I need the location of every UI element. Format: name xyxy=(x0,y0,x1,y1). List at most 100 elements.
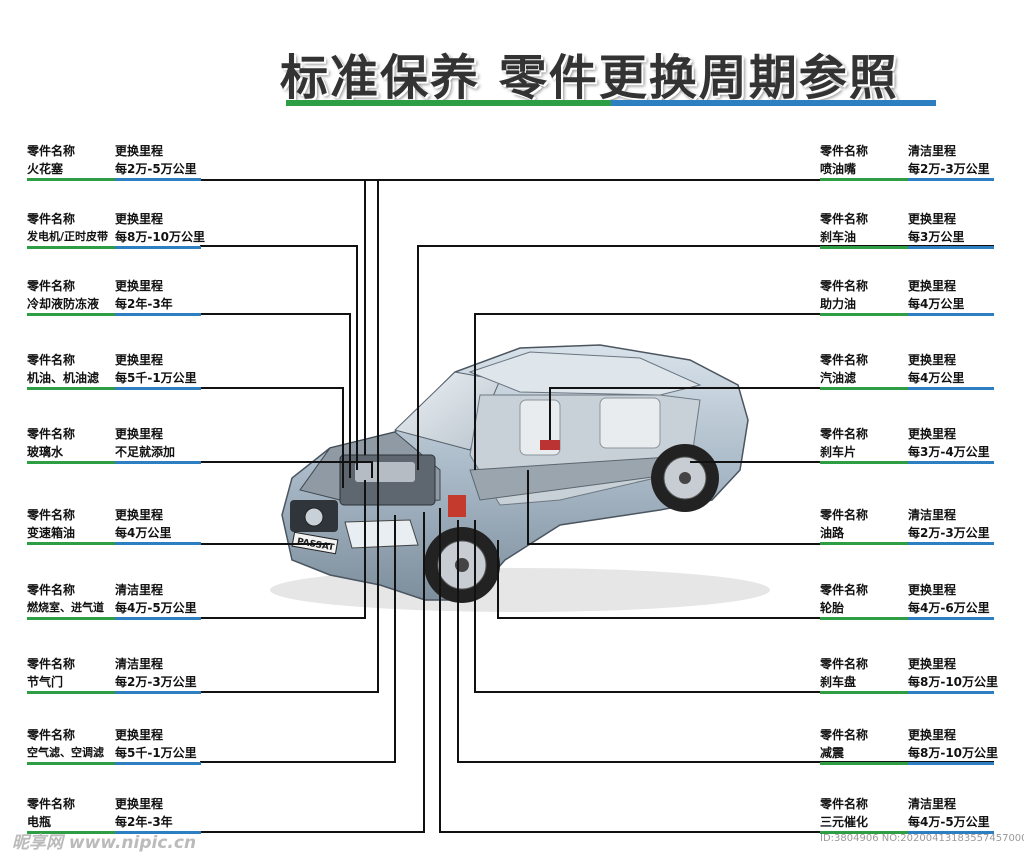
underline-green xyxy=(820,313,908,316)
underline-blue xyxy=(115,831,201,834)
left-part-5: 零件名称更换里程变速箱油每4万公里 xyxy=(27,506,205,546)
underline-blue xyxy=(908,542,994,545)
period-label: 更换里程 xyxy=(908,212,957,226)
part-name-label: 零件名称 xyxy=(820,427,869,441)
underline-green xyxy=(27,542,115,545)
part-name-label: 零件名称 xyxy=(27,279,76,293)
right-leader-line xyxy=(457,520,994,763)
period-label: 更换里程 xyxy=(908,353,957,367)
part-name: 冷却液防冻液 xyxy=(27,297,100,311)
underline-green xyxy=(27,461,115,464)
left-part-2: 零件名称更换里程冷却液防冻液每2年-3年 xyxy=(27,277,205,317)
part-period: 每4万公里 xyxy=(908,297,965,311)
part-name: 减震 xyxy=(820,746,845,760)
part-name-label: 零件名称 xyxy=(820,212,869,226)
part-name-label: 零件名称 xyxy=(27,212,76,226)
underline-blue xyxy=(115,617,201,620)
part-name: 刹车盘 xyxy=(820,675,857,689)
car-logo-icon xyxy=(304,507,324,527)
part-name-label: 零件名称 xyxy=(820,353,869,367)
left-leader-line xyxy=(200,387,344,488)
part-name-label: 零件名称 xyxy=(820,657,869,671)
part-name-label: 零件名称 xyxy=(27,657,76,671)
underline-blue xyxy=(908,246,994,249)
title-underline-green xyxy=(286,100,611,106)
underline-blue xyxy=(115,387,201,390)
car-wheel-rear xyxy=(651,444,719,512)
part-name-label: 零件名称 xyxy=(820,728,869,742)
underline-green xyxy=(27,691,115,694)
right-part-9: 零件名称清洁里程三元催化每4万-5万公里 xyxy=(820,795,998,835)
underline-green xyxy=(27,387,115,390)
underline-green xyxy=(820,387,908,390)
underline-blue xyxy=(115,246,201,249)
left-leader-line xyxy=(200,179,366,455)
part-period: 每2年-3年 xyxy=(115,815,173,829)
part-name: 燃烧室、进气道 xyxy=(27,601,104,614)
underline-blue xyxy=(908,178,994,181)
underline-green xyxy=(27,831,115,834)
part-name-label: 零件名称 xyxy=(27,144,76,158)
period-label: 更换里程 xyxy=(115,427,164,441)
part-period: 不足就添加 xyxy=(115,445,176,459)
right-part-6: 零件名称更换里程轮胎每4万-6万公里 xyxy=(820,581,998,621)
underline-blue xyxy=(908,762,994,765)
part-name-label: 零件名称 xyxy=(27,508,76,522)
period-label: 更换里程 xyxy=(908,657,957,671)
part-name: 电瓶 xyxy=(27,815,52,829)
part-name: 机油、机油滤 xyxy=(27,371,100,385)
underline-green xyxy=(820,542,908,545)
part-name: 刹车油 xyxy=(820,230,857,244)
part-name: 空气滤、空调滤 xyxy=(27,746,104,759)
left-leader-line xyxy=(200,245,358,470)
part-name-label: 零件名称 xyxy=(27,797,76,811)
right-part-4: 零件名称更换里程刹车片每3万-4万公里 xyxy=(820,425,998,465)
underline-blue xyxy=(115,313,201,316)
right-part-1: 零件名称更换里程刹车油每3万公里 xyxy=(820,210,998,250)
car-brake-fluid-reservoir xyxy=(448,495,466,517)
underline-green xyxy=(820,246,908,249)
part-period: 每2万-3万公里 xyxy=(908,526,990,540)
left-part-3: 零件名称 更换里程机油、机油滤 每5千-1万公里 xyxy=(27,351,205,391)
left-part-1: 零件名称更换里程发电机/正时皮带每8万-10万公里 xyxy=(27,210,205,250)
part-period: 每4万公里 xyxy=(908,371,965,385)
part-name-label: 零件名称 xyxy=(27,353,76,367)
right-part-2: 零件名称更换里程助力油每4万公里 xyxy=(820,277,998,317)
part-name: 轮胎 xyxy=(820,601,845,615)
car-wheel-front xyxy=(424,527,500,603)
part-name-label: 零件名称 xyxy=(820,144,869,158)
underline-green xyxy=(27,313,115,316)
period-label: 更换里程 xyxy=(115,353,164,367)
underline-blue xyxy=(908,617,994,620)
part-period: 每8万-10万公里 xyxy=(908,746,999,760)
part-name: 节气门 xyxy=(27,675,64,689)
part-period: 每2年-3年 xyxy=(115,297,173,311)
part-name: 油路 xyxy=(820,526,845,540)
part-period: 每4万-5万公里 xyxy=(115,601,197,615)
left-leader-line xyxy=(200,313,351,478)
right-part-0: 零件名称清洁里程喷油嘴每2万-3万公里 xyxy=(820,142,998,182)
title-underline xyxy=(286,100,936,106)
part-period: 每5千-1万公里 xyxy=(115,746,197,760)
underline-blue xyxy=(908,831,994,834)
left-part-8: 零件名称更换里程空气滤、空调滤每5千-1万公里 xyxy=(27,726,205,766)
period-label: 更换里程 xyxy=(908,427,957,441)
underline-green xyxy=(27,617,115,620)
left-part-7: 零件名称清洁里程节气门每2万-3万公里 xyxy=(27,655,205,695)
part-period: 每2万-3万公里 xyxy=(908,162,990,176)
period-label: 清洁里程 xyxy=(115,583,164,597)
underline-blue xyxy=(908,387,994,390)
part-name-label: 零件名称 xyxy=(27,583,76,597)
car-seat-rear xyxy=(599,397,661,449)
left-part-6: 零件名称 清洁里程燃烧室、进气道每4万-5万公里 xyxy=(27,581,205,621)
part-name: 玻璃水 xyxy=(27,445,64,459)
part-name: 喷油嘴 xyxy=(820,162,857,176)
underline-green xyxy=(27,246,115,249)
part-period: 每5千-1万公里 xyxy=(115,371,197,385)
part-period: 每4万-6万公里 xyxy=(908,601,990,615)
underline-blue xyxy=(115,691,201,694)
left-part-9: 零件名称更换里程电瓶每2年-3年 xyxy=(27,795,205,835)
title-underline-blue xyxy=(611,100,936,106)
left-leader-line xyxy=(200,515,396,763)
